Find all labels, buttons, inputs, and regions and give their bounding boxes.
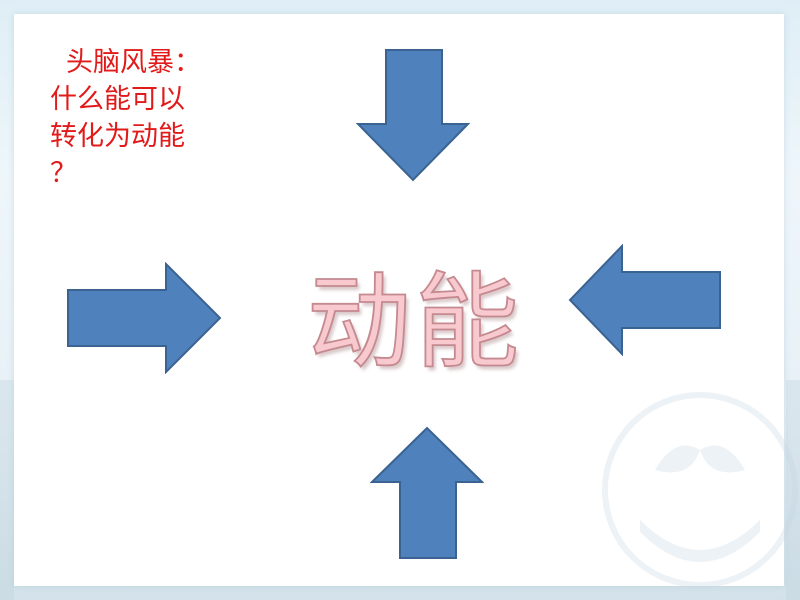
arrow-up-icon — [370, 426, 484, 559]
arrow-down-icon — [356, 49, 470, 182]
brainstorm-prompt: 头脑风暴： 什么能可以 转化为动能 ？ — [50, 44, 220, 192]
arrow-left-icon — [568, 244, 721, 356]
brainstorm-line-3: 转化为动能 — [50, 121, 185, 152]
brainstorm-line-1: 头脑风暴： — [66, 47, 201, 78]
brainstorm-line-4: ？ — [50, 158, 77, 189]
kinetic-energy-title: 动能 — [306, 261, 523, 383]
arrow-right-icon — [67, 262, 222, 374]
brainstorm-line-2: 什么能可以 — [50, 84, 185, 115]
